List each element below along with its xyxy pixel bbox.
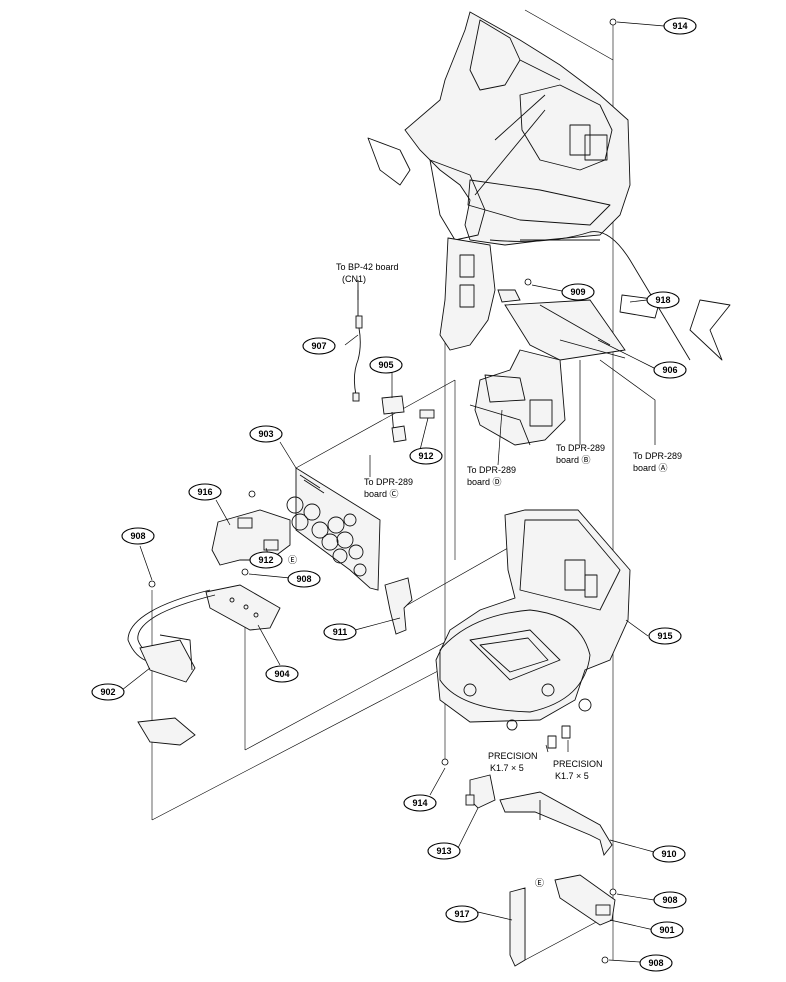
note-bp42-line2: (CN1) [342,274,366,284]
callout-912-a: 912 [409,447,443,465]
callout-909: 909 [561,283,595,301]
note-dpr-d-line1: To DPR-289 [467,465,516,475]
part-913 [465,774,496,809]
note-dpr-a-line1: To DPR-289 [633,451,682,461]
callout-917: 917 [445,905,479,923]
callout-905: 905 [369,356,403,374]
note-precision-right-line2: K1.7 × 5 [555,771,589,781]
callout-906: 906 [653,361,687,379]
callout-908-d: 908 [639,954,673,972]
top-frame-assembly [367,11,731,361]
callout-910: 910 [652,845,686,863]
note-dpr-a-line2: board Ⓐ [633,463,668,473]
screws [148,18,617,964]
svg-text:908: 908 [648,958,663,968]
board-904 [205,584,281,631]
svg-text:910: 910 [661,849,676,859]
callout-916: 916 [188,483,222,501]
svg-text:904: 904 [274,669,289,679]
note-bp42-line1: To BP-42 board [336,262,399,272]
note-precision-right-line1: PRECISION [553,759,603,769]
svg-text:908: 908 [296,574,311,584]
note-dpr-d-line2: board Ⓓ [467,477,502,487]
callout-901: 901 [650,921,684,939]
note-precision-left-line1: PRECISION [488,751,538,761]
svg-text:918: 918 [655,295,670,305]
svg-text:917: 917 [454,909,469,919]
svg-text:914: 914 [412,798,427,808]
callout-907: 907 [302,337,336,355]
svg-text:908: 908 [130,531,145,541]
svg-text:907: 907 [311,341,326,351]
callout-911: 911 [323,623,357,641]
callout-913: 913 [427,842,461,860]
svg-text:908: 908 [662,895,677,905]
bottom-chassis-915 [435,509,631,749]
svg-text:903: 903 [258,429,273,439]
callout-914-bottom: 914 [403,794,437,812]
svg-text:912: 912 [258,555,273,565]
note-dpr-b-line2: board Ⓑ [556,455,591,465]
note-dpr-c-line1: To DPR-289 [364,477,413,487]
callout-918: 918 [646,291,680,309]
board-903 [286,467,381,591]
callout-912-b: 912 [249,551,283,569]
cable-907 [352,280,363,402]
svg-text:912: 912 [418,451,433,461]
svg-text:914: 914 [672,21,687,31]
svg-text:915: 915 [657,631,672,641]
svg-text:901: 901 [659,925,674,935]
part-901 [554,874,616,926]
bracket-910 [499,791,613,856]
callout-908-c: 908 [653,891,687,909]
callout-903: 903 [249,425,283,443]
callout-915: 915 [648,627,682,645]
svg-text:906: 906 [662,365,677,375]
part-917 [509,887,526,967]
svg-text:909: 909 [570,287,585,297]
note-dpr-c-line2: board Ⓒ [364,489,399,499]
leader-lines [121,21,665,963]
callout-914-top: 914 [663,17,697,35]
note-precision-left-line2: K1.7 × 5 [490,763,524,773]
callout-904: 904 [265,665,299,683]
svg-text:913: 913 [436,846,451,856]
bracket-911 [384,577,413,635]
connector-905 [381,395,435,443]
svg-text:916: 916 [197,487,212,497]
callout-908-a: 908 [121,527,155,545]
shield-plate-assembly [469,289,661,446]
callout-902: 902 [91,683,125,701]
svg-text:911: 911 [333,627,348,637]
svg-text:905: 905 [378,360,393,370]
flexible-board-902 [127,589,216,746]
callout-908-b: 908 [287,570,321,588]
svg-text:902: 902 [100,687,115,697]
marker-e-board-916: Ⓔ [288,555,297,565]
note-dpr-b-line1: To DPR-289 [556,443,605,453]
marker-e-part-901: Ⓔ [535,878,544,888]
